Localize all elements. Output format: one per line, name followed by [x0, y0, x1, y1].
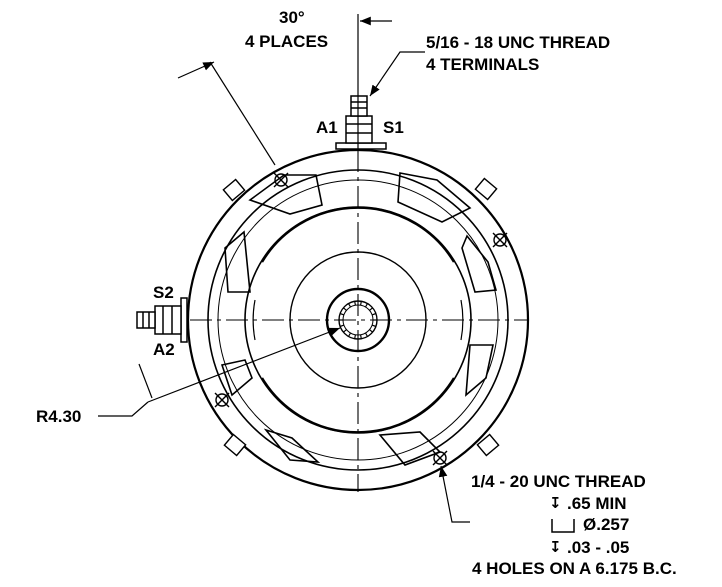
counterbore-depth-symbol-icon: ↧ [549, 538, 562, 556]
terminal-a1-label: A1 [316, 118, 338, 137]
depth-symbol-icon: ↧ [549, 494, 562, 512]
spline-tooth [354, 301, 356, 306]
terminal-s1-label: S1 [383, 118, 404, 137]
terminal-left-nut [154, 305, 182, 335]
mounting-hole-top-left [273, 172, 289, 188]
mounting-hole-right [492, 232, 508, 248]
spline-tooth [343, 307, 347, 311]
angle-extension-line [209, 61, 276, 166]
spline-tooth [360, 301, 362, 306]
counterbore-symbol [551, 519, 575, 533]
boss-bottom-left [223, 433, 247, 457]
terminal-top-base [335, 142, 387, 150]
mounting-hole-bottom-right [432, 450, 448, 466]
radius-leader [98, 401, 149, 417]
housing-bosses [222, 177, 500, 457]
terminal-left-base [180, 297, 188, 343]
terminal-s2-label: S2 [153, 283, 174, 302]
boss-top-left [222, 178, 246, 202]
angle-note-label: 4 PLACES [245, 32, 329, 51]
angle-value-label: 30° [279, 8, 305, 27]
terminal-top-stud [350, 95, 368, 117]
terminal-left [136, 297, 188, 343]
pole-piece-left [224, 230, 251, 293]
terminal-top-nut [345, 115, 373, 144]
mounting-holes [214, 172, 508, 466]
mount-thread-leader [438, 465, 470, 523]
spline-tooth [339, 312, 345, 316]
holes-bolt-circle-label: 4 HOLES ON A 6.175 B.C. [472, 559, 677, 578]
pole-piece-bottom-left-2 [263, 428, 321, 463]
spline-tooth [360, 334, 362, 339]
spline-tooth [343, 329, 347, 333]
terminal-left-stud [136, 311, 156, 329]
pole-piece-right [461, 234, 498, 293]
terminal-thread-leader [369, 51, 425, 97]
angle-dimension-arrow-left [177, 61, 215, 79]
spline-tooth [369, 307, 373, 311]
spline-tooth [354, 334, 356, 339]
spline-tooth [371, 324, 377, 328]
mount-thread-spec-label: 1/4 - 20 UNC THREAD [471, 472, 646, 491]
thread-depth-label: .65 MIN [567, 494, 627, 513]
terminal-top [335, 95, 387, 150]
boss-bottom-right [476, 433, 500, 457]
boss-top-right [474, 177, 498, 201]
pole-piece-top-right [397, 172, 472, 223]
spline-tooth [371, 312, 377, 316]
spline-tooth [347, 303, 352, 308]
spline-tooth [364, 332, 369, 337]
terminal-a2-label: A2 [153, 340, 175, 359]
counterbore-diameter-label: Ø.257 [583, 515, 630, 534]
pole-piece-bottom-left [220, 359, 253, 397]
spline-tooth [364, 303, 369, 308]
radius-label: R4.30 [36, 407, 82, 426]
spline-tooth [339, 324, 345, 328]
radius-dimension-line [147, 327, 341, 403]
radius-extension-tick [138, 363, 153, 399]
counterbore-depth-label: .03 - .05 [567, 538, 630, 557]
terminal-count-label: 4 TERMINALS [426, 55, 540, 74]
spline-tooth [369, 329, 373, 333]
mounting-hole-bottom-left [214, 392, 230, 408]
spline-tooth [347, 332, 352, 337]
terminal-thread-spec-label: 5/16 - 18 UNC THREAD [426, 33, 611, 52]
pole-piece-right-lower [465, 344, 494, 397]
pole-piece-top-left [248, 174, 323, 215]
